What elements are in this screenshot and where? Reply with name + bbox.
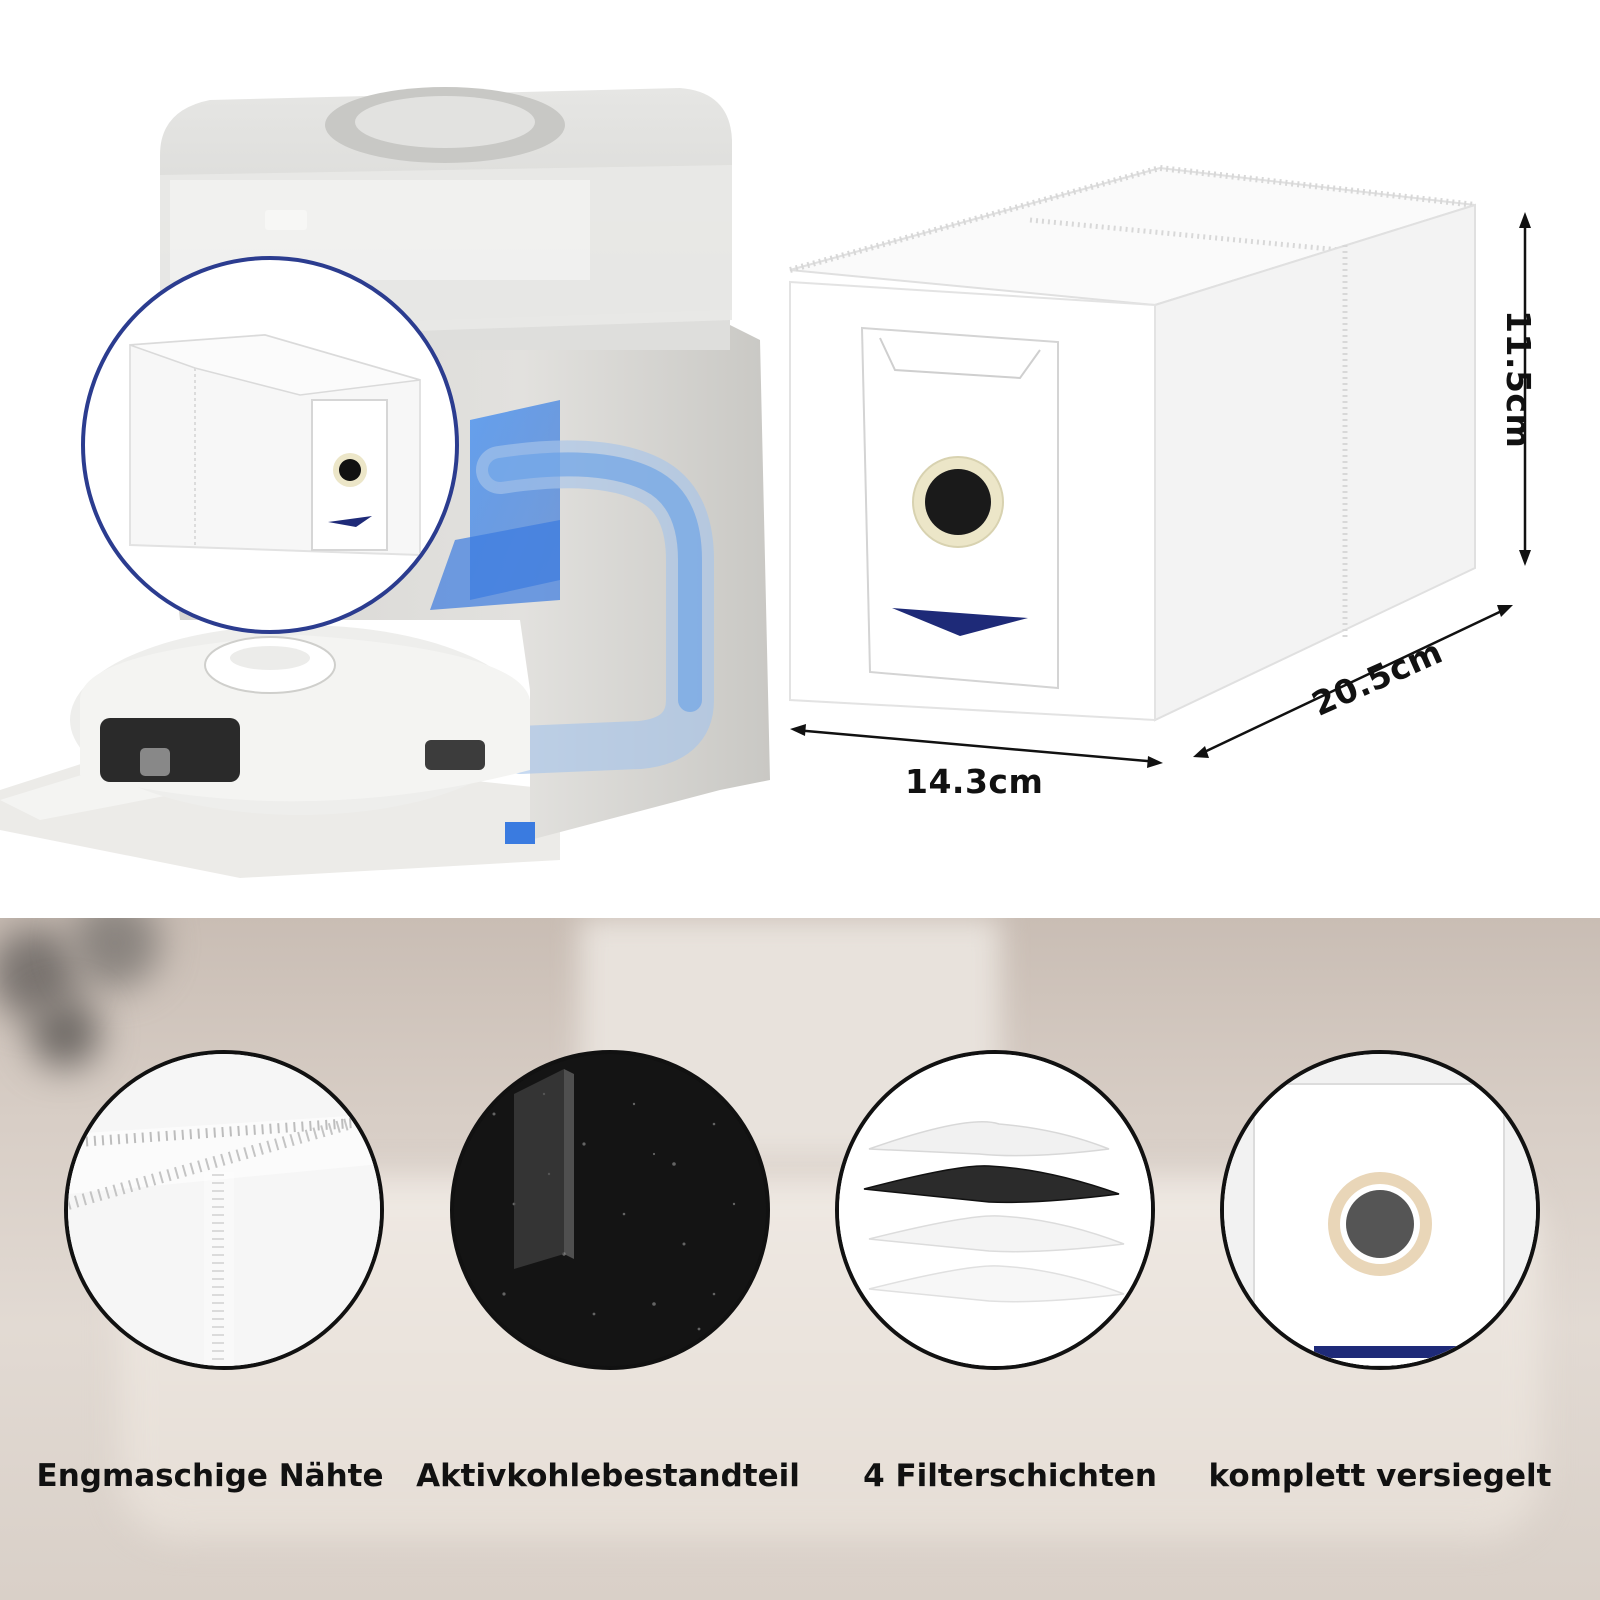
feature-caption-sealed: komplett versiegelt (1208, 1458, 1552, 1494)
feature-caption-layers: 4 Filterschichten (863, 1458, 1157, 1494)
background-lamp (70, 918, 160, 988)
feature-caption-seams: Engmaschige Nähte (36, 1458, 384, 1494)
background-lamp (30, 998, 100, 1068)
bag-inset-circle (81, 256, 459, 634)
feature-sealed (1220, 1050, 1540, 1370)
dust-bag-large (789, 164, 1476, 722)
feature-caption-carbon: Aktivkohlebestandteil (416, 1458, 800, 1494)
height-dimension-label: 11.5cm (1499, 310, 1538, 449)
product-overview: 14.3cm 20.5cm 11.5cm (0, 87, 1538, 878)
activated-carbon-icon (450, 1050, 770, 1370)
feature-filter-layers (835, 1050, 1155, 1370)
feature-seams (64, 1050, 384, 1370)
width-dimension-label: 14.3cm (905, 762, 1044, 801)
dimension-arrows (790, 212, 1531, 768)
features-section: Engmaschige Nähte Aktivkohlebestandteil … (0, 918, 1600, 1600)
sealed-port-icon (1220, 1050, 1540, 1370)
seam-closeup-icon (64, 1050, 384, 1370)
product-illustration (0, 87, 1531, 878)
feature-carbon (450, 1050, 770, 1370)
filter-layers-icon (835, 1050, 1155, 1370)
robot-vacuum (70, 625, 530, 815)
